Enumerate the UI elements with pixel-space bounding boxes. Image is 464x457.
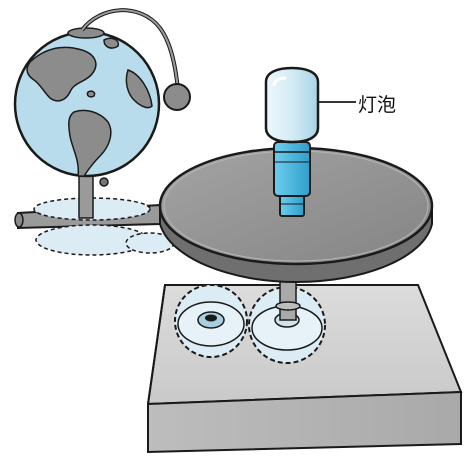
bulb-label: 灯泡 (358, 90, 396, 117)
light-bulb (266, 68, 318, 216)
gear-left (175, 285, 247, 357)
moon-ball (164, 84, 190, 110)
bulb-glass (266, 68, 318, 142)
globe-top-cap (68, 28, 104, 38)
globe (15, 28, 159, 176)
